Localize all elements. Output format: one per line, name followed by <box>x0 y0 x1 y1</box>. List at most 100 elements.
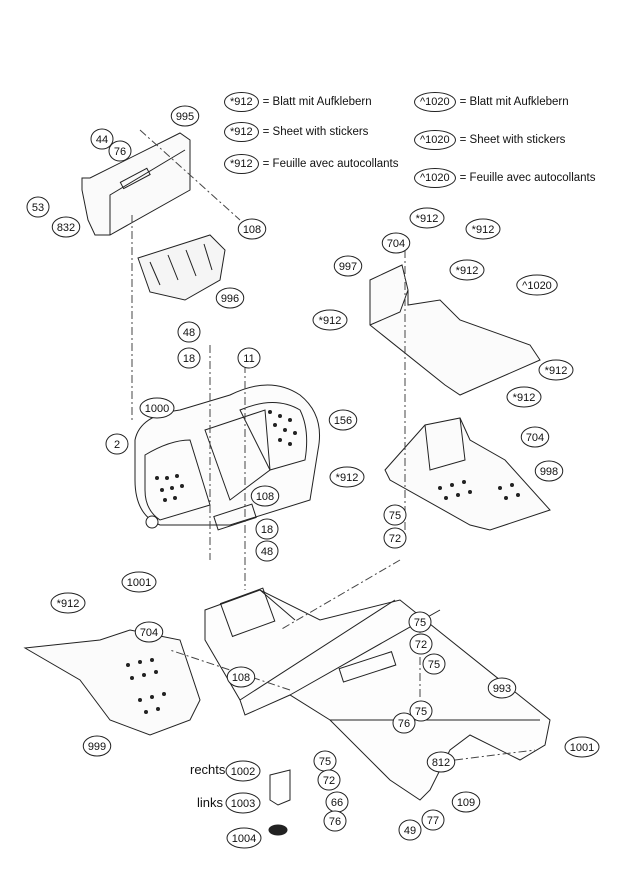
callout-109: 109 <box>451 791 481 813</box>
callout-49: 49 <box>398 819 422 841</box>
callout-1001: 1001 <box>121 571 157 593</box>
callout-108: 108 <box>250 485 280 507</box>
callout-912: *912 <box>329 466 365 488</box>
legend-right-fr: ^1020 = Feuille avec autocollants <box>414 168 595 188</box>
callout-bubble <box>51 216 81 238</box>
callout-label: 108 <box>243 224 261 236</box>
legend-code: ^1020 <box>414 130 456 150</box>
callout-bubble <box>538 359 574 381</box>
callout-bubble <box>328 409 358 431</box>
callout-704: 704 <box>381 232 411 254</box>
callout-108: 108 <box>226 666 256 688</box>
callout-bubble <box>134 621 164 643</box>
callout-bubble <box>323 810 347 832</box>
callout-66: 66 <box>325 791 349 813</box>
callout-156: 156 <box>328 409 358 431</box>
legend-code: ^1020 <box>414 92 456 112</box>
callout-bubble <box>381 232 411 254</box>
callout-label: 53 <box>32 202 44 214</box>
callout-bubble <box>170 105 200 127</box>
callout-label: *912 <box>319 315 342 327</box>
callout-bubble <box>108 140 132 162</box>
callout-bubble <box>317 769 341 791</box>
callout-bubble <box>409 633 433 655</box>
callout-812: 812 <box>426 751 456 773</box>
callout-bubble <box>409 207 445 229</box>
label-rechts: rechts <box>190 762 226 777</box>
callout-912: *912 <box>312 309 348 331</box>
part-1004-foot <box>268 824 288 836</box>
callout-label: 75 <box>428 659 440 671</box>
callout-bubble <box>333 255 363 277</box>
callout-18: 18 <box>255 518 279 540</box>
callout-704: 704 <box>520 426 550 448</box>
callout-76: 76 <box>108 140 132 162</box>
callout-bubble <box>237 347 261 369</box>
callout-label: 995 <box>176 111 194 123</box>
callout-bubble <box>82 735 112 757</box>
legend-text: = Feuille avec autocollants <box>459 172 596 184</box>
callout-label: 998 <box>540 466 558 478</box>
legend-text: = Sheet with stickers <box>262 126 369 138</box>
callout-label: 1001 <box>570 742 594 754</box>
callout-912: *912 <box>449 259 485 281</box>
callout-bubble <box>409 700 433 722</box>
callout-label: 108 <box>232 672 250 684</box>
callout-label: 2 <box>114 439 120 451</box>
callout-label: 704 <box>140 627 158 639</box>
callout-label: *912 <box>513 392 536 404</box>
callout-bubble <box>506 386 542 408</box>
callout-label: 49 <box>404 825 416 837</box>
callout-bubble <box>383 527 407 549</box>
legend-code: *912 <box>224 92 259 112</box>
callout-bubble <box>534 460 564 482</box>
callout-912: *912 <box>409 207 445 229</box>
callout-48: 48 <box>255 540 279 562</box>
legend-code: *912 <box>224 122 259 142</box>
callout-label: 75 <box>415 706 427 718</box>
callout-bubble <box>226 666 256 688</box>
callout-label: 18 <box>183 353 195 365</box>
callout-label: 1004 <box>232 833 256 845</box>
callout-1000: 1000 <box>139 397 175 419</box>
callout-44: 44 <box>90 128 114 150</box>
callout-18: 18 <box>177 347 201 369</box>
callout-label: 75 <box>389 510 401 522</box>
callout-label: 704 <box>387 238 405 250</box>
callout-912: *912 <box>465 218 501 240</box>
callout-bubble <box>225 792 261 814</box>
callout-75: 75 <box>383 504 407 526</box>
callout-11: 11 <box>237 347 261 369</box>
callout-75: 75 <box>409 700 433 722</box>
callout-label: *912 <box>472 224 495 236</box>
callout-72: 72 <box>409 633 433 655</box>
legend-right-en: ^1020 = Sheet with stickers <box>414 130 565 150</box>
callout-704: 704 <box>134 621 164 643</box>
label-links: links <box>197 795 224 810</box>
part-997-panel <box>369 264 541 396</box>
legend-text: = Sheet with stickers <box>459 134 566 146</box>
callout-label: 11 <box>243 353 254 365</box>
callout-label: 18 <box>261 524 273 536</box>
callout-bubble <box>139 397 175 419</box>
part-1002-stand <box>269 769 291 806</box>
callout-998: 998 <box>534 460 564 482</box>
callout-993: 993 <box>487 677 517 699</box>
callout-bubble <box>255 518 279 540</box>
callout-label: 76 <box>398 718 410 730</box>
part-996-guard <box>137 234 226 301</box>
callout-bubble <box>50 592 86 614</box>
callout-label: 72 <box>389 533 401 545</box>
callout-bubble <box>564 736 600 758</box>
callout-912: *912 <box>50 592 86 614</box>
callout-label: ^1020 <box>522 280 552 292</box>
callout-label: *912 <box>57 598 80 610</box>
callout-bubble <box>487 677 517 699</box>
legend-text: = Blatt mit Aufklebern <box>262 96 372 108</box>
callout-48: 48 <box>177 321 201 343</box>
callout-bubble <box>225 760 261 782</box>
callout-bubble <box>451 791 481 813</box>
